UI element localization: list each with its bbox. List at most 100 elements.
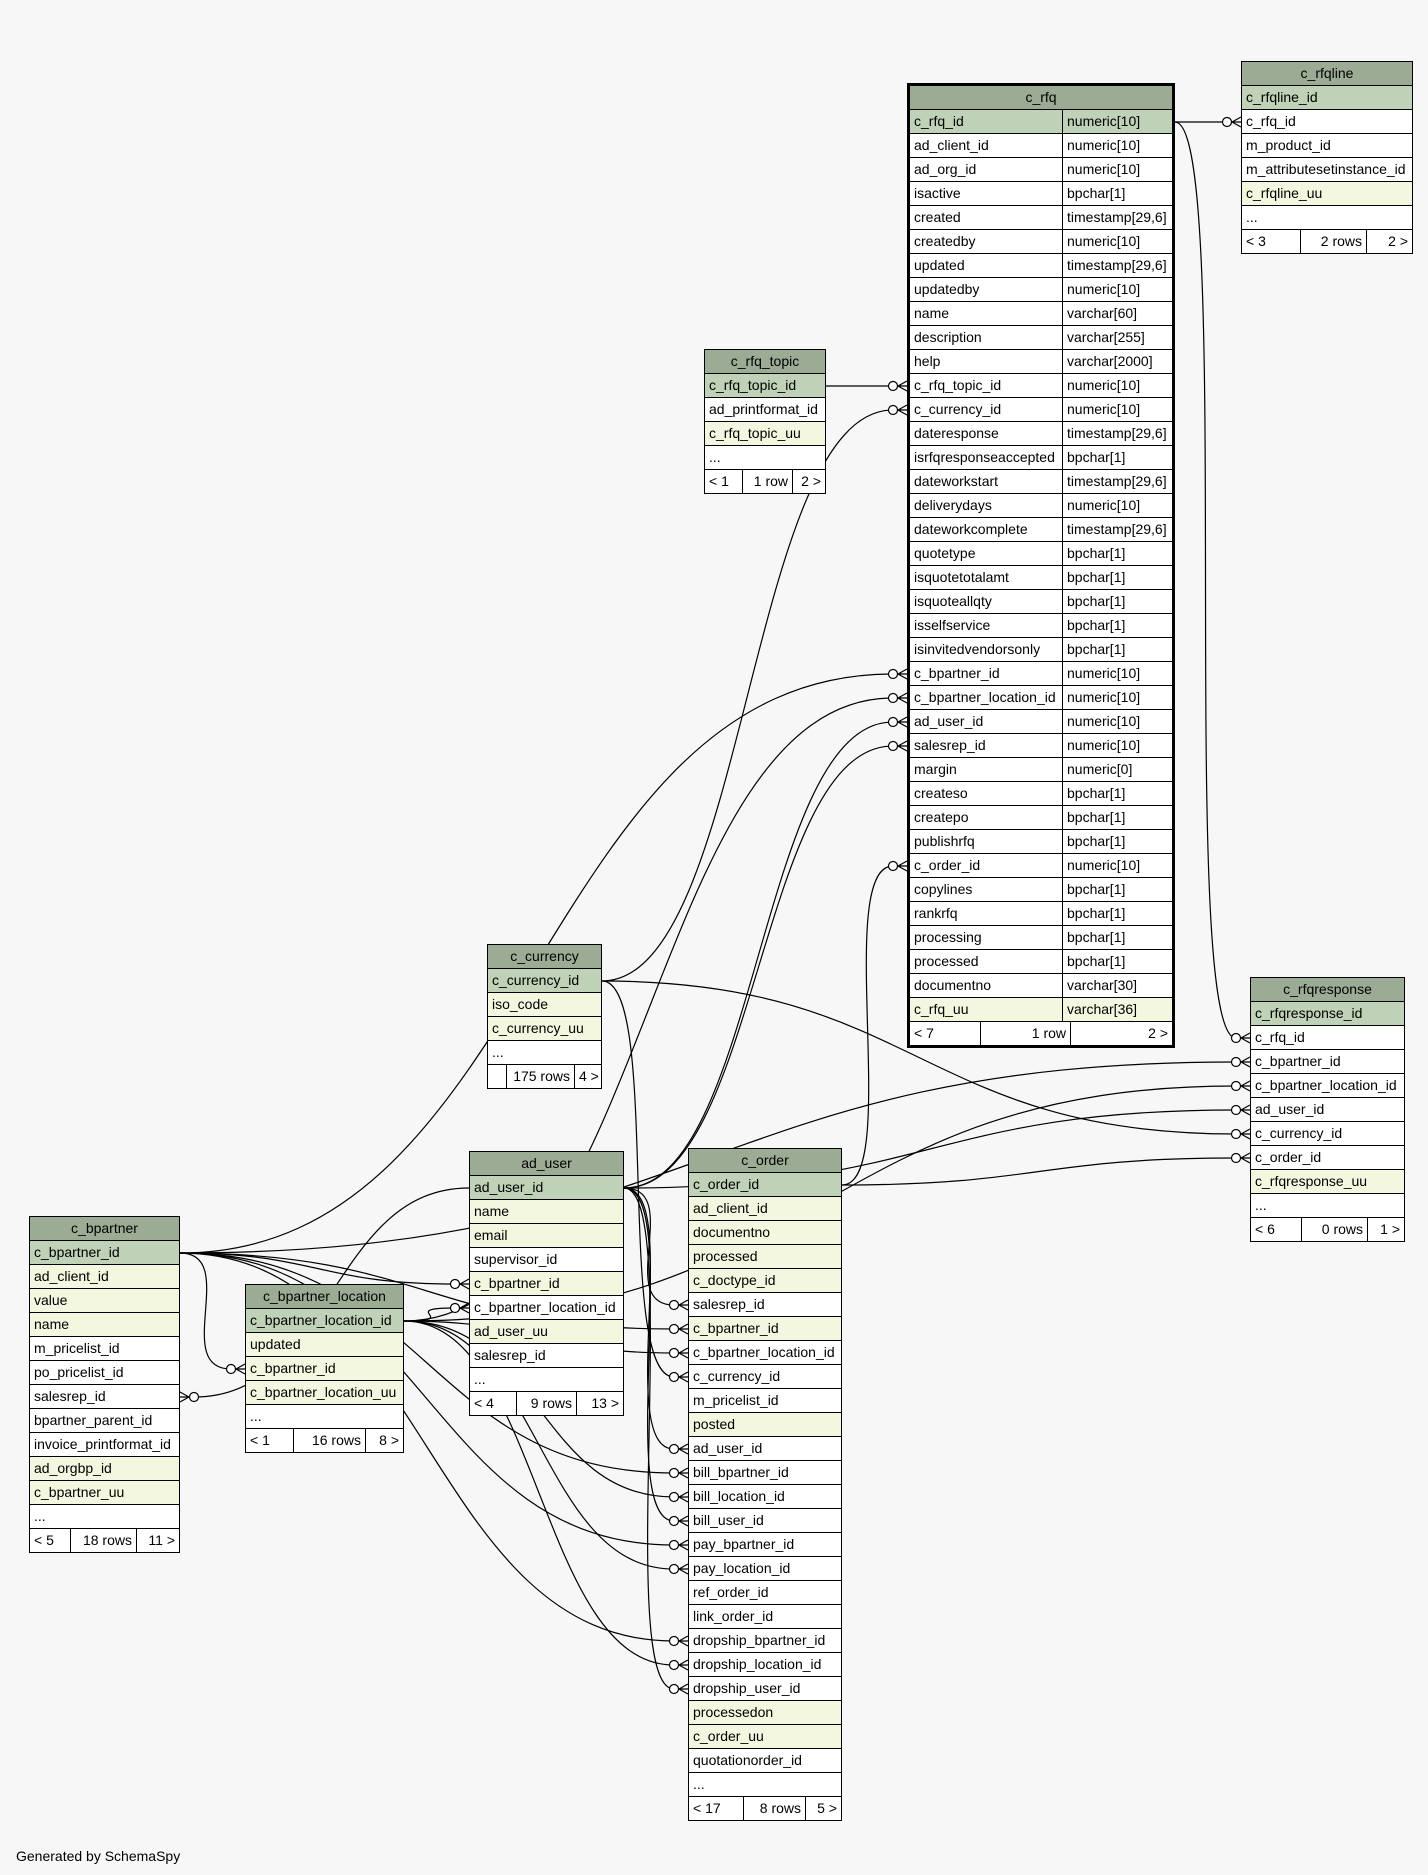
column-row[interactable]: c_doctype_id — [689, 1269, 841, 1293]
column-row[interactable]: ad_user_id — [1251, 1098, 1404, 1122]
footer-nav-children[interactable]: 2 > — [1070, 1022, 1172, 1045]
column-row[interactable]: c_currency_uu — [488, 1017, 601, 1041]
footer-nav-children[interactable]: 4 > — [574, 1065, 601, 1088]
table-title[interactable]: c_bpartner_location — [246, 1285, 403, 1309]
column-row[interactable]: salesrep_id — [689, 1293, 841, 1317]
column-row[interactable]: bpartner_parent_id — [30, 1409, 179, 1433]
column-row[interactable]: name — [470, 1200, 623, 1224]
column-row[interactable]: c_rfqresponse_id — [1251, 1002, 1404, 1026]
column-row[interactable]: c_rfq_topic_id — [705, 374, 825, 398]
table-title[interactable]: c_rfq — [910, 86, 1172, 110]
column-row[interactable]: pay_bpartner_id — [689, 1533, 841, 1557]
column-row[interactable]: processed — [689, 1245, 841, 1269]
column-row[interactable]: m_attributesetinstance_id — [1242, 158, 1412, 182]
footer-nav-children[interactable]: 2 > — [792, 470, 825, 493]
column-row[interactable]: c_rfqline_uu — [1242, 182, 1412, 206]
column-row[interactable]: c_rfq_id — [1251, 1026, 1404, 1050]
column-row[interactable]: c_bpartner_location_id — [470, 1296, 623, 1320]
column-row[interactable]: c_currency_id — [488, 969, 601, 993]
column-row[interactable]: link_order_id — [689, 1605, 841, 1629]
column-row[interactable]: dropship_user_id — [689, 1677, 841, 1701]
footer-nav-parents[interactable] — [488, 1065, 506, 1088]
column-row[interactable]: salesrep_id — [470, 1344, 623, 1368]
column-row[interactable]: dropship_bpartner_id — [689, 1629, 841, 1653]
column-row[interactable]: ... — [1242, 206, 1412, 230]
column-row[interactable]: name — [30, 1313, 179, 1337]
column-row[interactable]: c_bpartner_location_id — [689, 1341, 841, 1365]
column-row[interactable]: ad_client_id — [30, 1265, 179, 1289]
footer-nav-parents[interactable]: < 4 — [474, 1395, 494, 1411]
column-row[interactable]: ... — [470, 1368, 623, 1392]
column-row[interactable]: bill_location_id — [689, 1485, 841, 1509]
footer-nav-parents[interactable]: < 17 — [693, 1800, 721, 1816]
column-row[interactable]: invoice_printformat_id — [30, 1433, 179, 1457]
column-row[interactable]: po_pricelist_id — [30, 1361, 179, 1385]
column-row[interactable]: c_bpartner_id — [30, 1241, 179, 1265]
column-row[interactable]: ad_user_id — [470, 1176, 623, 1200]
footer-nav-parents[interactable]: < 3 — [1246, 233, 1266, 249]
column-row[interactable]: c_bpartner_location_uu — [246, 1381, 403, 1405]
column-row[interactable]: ad_user_id — [689, 1437, 841, 1461]
footer-nav-parents[interactable]: < 1 — [709, 473, 729, 489]
column-row[interactable]: c_rfq_topic_uu — [705, 422, 825, 446]
column-row[interactable]: dropship_location_id — [689, 1653, 841, 1677]
column-row[interactable]: posted — [689, 1413, 841, 1437]
column-row[interactable]: supervisor_id — [470, 1248, 623, 1272]
column-row[interactable]: c_bpartner_location_id — [246, 1309, 403, 1333]
column-row[interactable]: c_rfqline_id — [1242, 86, 1412, 110]
table-title[interactable]: c_rfqline — [1242, 62, 1412, 86]
column-row[interactable]: c_currency_id — [689, 1365, 841, 1389]
column-row[interactable]: ... — [30, 1505, 179, 1529]
column-row[interactable]: c_bpartner_id — [470, 1272, 623, 1296]
footer-nav-children[interactable]: 13 > — [576, 1392, 623, 1415]
column-row[interactable]: c_order_uu — [689, 1725, 841, 1749]
column-row[interactable]: c_bpartner_id — [246, 1357, 403, 1381]
column-row[interactable]: c_currency_id — [1251, 1122, 1404, 1146]
column-row[interactable]: ad_user_uu — [470, 1320, 623, 1344]
footer-nav-parents[interactable]: < 7 — [914, 1025, 934, 1041]
table-title[interactable]: c_bpartner — [30, 1217, 179, 1241]
column-row[interactable]: m_product_id — [1242, 134, 1412, 158]
column-row[interactable]: quotationorder_id — [689, 1749, 841, 1773]
column-row[interactable]: ... — [1251, 1194, 1404, 1218]
column-row[interactable]: m_pricelist_id — [30, 1337, 179, 1361]
column-row[interactable]: ... — [705, 446, 825, 470]
column-row[interactable]: documentno — [689, 1221, 841, 1245]
footer-nav-children[interactable]: 5 > — [805, 1797, 841, 1820]
column-row[interactable]: ref_order_id — [689, 1581, 841, 1605]
column-row[interactable]: m_pricelist_id — [689, 1389, 841, 1413]
column-row[interactable]: salesrep_id — [30, 1385, 179, 1409]
